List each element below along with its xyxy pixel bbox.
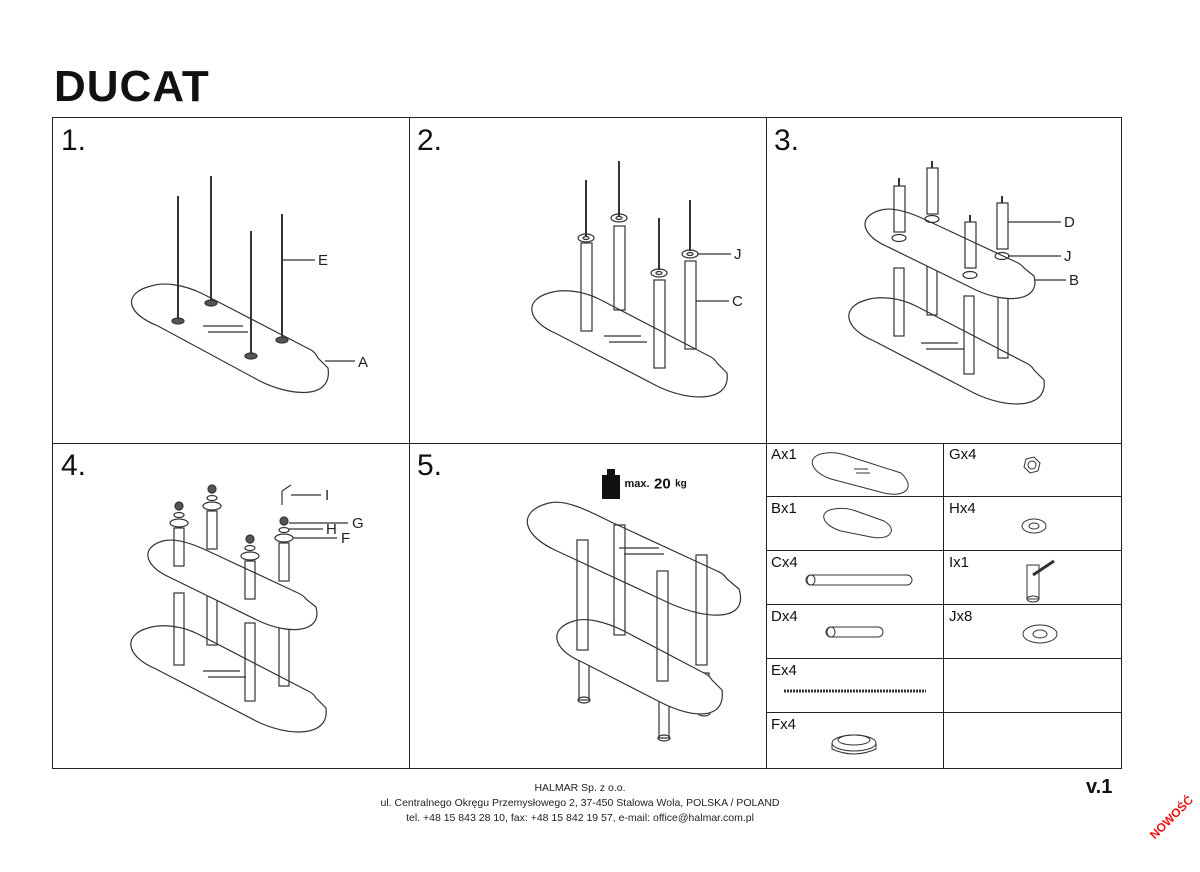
callout-j: J <box>1064 248 1072 265</box>
footer-address: ul. Centralnego Okręgu Przemysłowego 2, … <box>380 797 780 809</box>
weight-icon <box>602 469 620 499</box>
glass-shelf-icon <box>823 507 892 539</box>
step-3-panel: 3. <box>766 118 1123 443</box>
step-1-drawing: E A <box>131 176 368 394</box>
step-1-panel: 1. E A <box>53 118 409 443</box>
step-1-number: 1. <box>61 124 87 157</box>
part-b: Bx1 <box>766 497 944 551</box>
part-f: Fx4 <box>766 713 944 769</box>
threaded-rod-icon <box>784 689 926 693</box>
instruction-sheet: 1. E A 2. <box>52 117 1122 769</box>
callout-i: I <box>325 487 329 504</box>
step-4-panel: 4. <box>53 443 409 769</box>
step-3-number: 3. <box>774 124 800 157</box>
callout-b: B <box>1069 272 1079 289</box>
version-label: v.1 <box>1086 776 1113 798</box>
part-c: Cx4 <box>766 551 944 605</box>
glass-top-icon <box>811 452 909 495</box>
callout-c: C <box>732 293 743 310</box>
step-4-number: 4. <box>61 449 87 482</box>
part-j: Jx8 <box>944 605 1122 659</box>
step-5-number: 5. <box>417 449 443 482</box>
part-a: Ax1 <box>766 443 944 497</box>
large-washer-icon <box>1022 624 1058 644</box>
step-5-panel: 5. max. 20 kg <box>409 443 766 769</box>
step-3-drawing: D J B <box>848 161 1079 405</box>
part-empty-1 <box>944 659 1122 713</box>
parts-list: Ax1 Gx4 Bx1 Hx4 Cx4 Ix1 Dx4 Jx8 <box>766 443 1122 769</box>
footer-company: HALMAR Sp. z o.o. <box>534 782 626 794</box>
callout-e: E <box>318 252 328 269</box>
part-g: Gx4 <box>944 443 1122 497</box>
step-2-number: 2. <box>417 124 443 157</box>
callout-d: D <box>1064 214 1075 231</box>
callout-j: J <box>734 246 742 263</box>
max-load-label: max. 20 kg <box>602 469 687 499</box>
part-d: Dx4 <box>766 605 944 659</box>
short-tube-icon <box>825 626 884 638</box>
callout-a: A <box>358 354 368 371</box>
step-5-drawing <box>526 501 742 742</box>
product-title: DUCAT <box>54 62 210 111</box>
callout-g: G <box>352 515 364 532</box>
footer-contact: tel. +48 15 843 28 10, fax: +48 15 842 1… <box>406 812 754 824</box>
part-i: Ix1 <box>944 551 1122 605</box>
washer-icon <box>1021 518 1047 534</box>
step-4-drawing: I G H F <box>130 484 364 733</box>
callout-h: H <box>326 521 337 538</box>
step-2-drawing: J C <box>531 161 743 398</box>
nut-icon <box>1023 456 1041 474</box>
step-2-panel: 2. J C <box>409 118 766 443</box>
part-e: Ex4 <box>766 659 944 713</box>
callout-f: F <box>341 530 350 547</box>
key-tool-icon <box>1026 559 1055 603</box>
cap-icon <box>831 734 877 755</box>
part-empty-2 <box>944 713 1122 769</box>
long-tube-icon <box>805 574 913 586</box>
part-h: Hx4 <box>944 497 1122 551</box>
